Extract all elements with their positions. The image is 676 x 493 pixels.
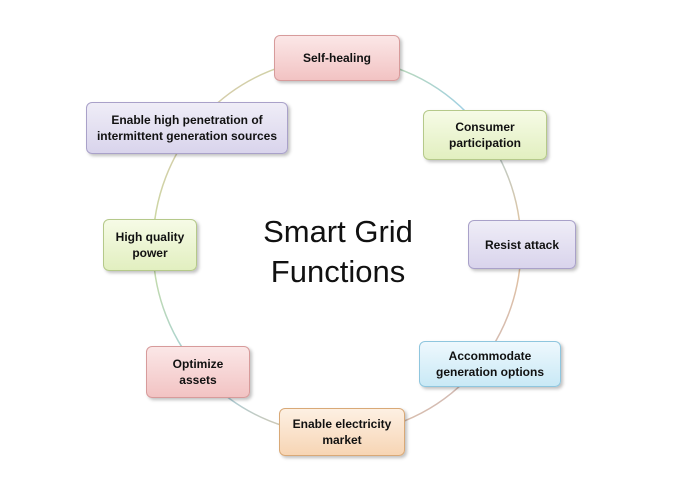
- node-enable-electricity-market: Enable electricity market: [279, 408, 405, 456]
- node-label: Resist attack: [484, 237, 560, 252]
- node-optimize-assets: Optimize assets: [146, 346, 250, 398]
- node-label: Self-healing: [302, 51, 371, 65]
- node-label-line2: participation: [448, 136, 521, 150]
- center-title-line2: Functions: [270, 254, 406, 289]
- node-enable-high-penetration: Enable high penetration of intermittent …: [86, 102, 288, 154]
- node-self-healing: Self-healing: [274, 35, 400, 81]
- node-label-line2: power: [132, 246, 168, 260]
- center-title: Smart Grid Functions: [218, 212, 458, 292]
- node-label-line1: Optimize: [172, 357, 224, 371]
- node-label-line1: Accommodate: [448, 349, 532, 363]
- node-label-line1: Enable high penetration of: [111, 113, 263, 127]
- node-label-line1: High quality: [115, 230, 185, 244]
- node-label-line2: assets: [179, 373, 217, 387]
- node-label-line2: intermittent generation sources: [96, 129, 278, 143]
- node-label-line1: Consumer: [455, 120, 515, 134]
- node-label-line2: generation options: [436, 365, 544, 379]
- center-title-line1: Smart Grid: [263, 214, 413, 249]
- node-high-quality-power: High quality power: [103, 219, 197, 271]
- node-consumer-participation: Consumer participation: [423, 110, 547, 160]
- node-label-line1: Enable electricity: [292, 417, 392, 431]
- node-accommodate-generation-options: Accommodate generation options: [419, 341, 561, 387]
- node-label-line2: market: [322, 433, 362, 447]
- node-resist-attack: Resist attack: [468, 220, 576, 269]
